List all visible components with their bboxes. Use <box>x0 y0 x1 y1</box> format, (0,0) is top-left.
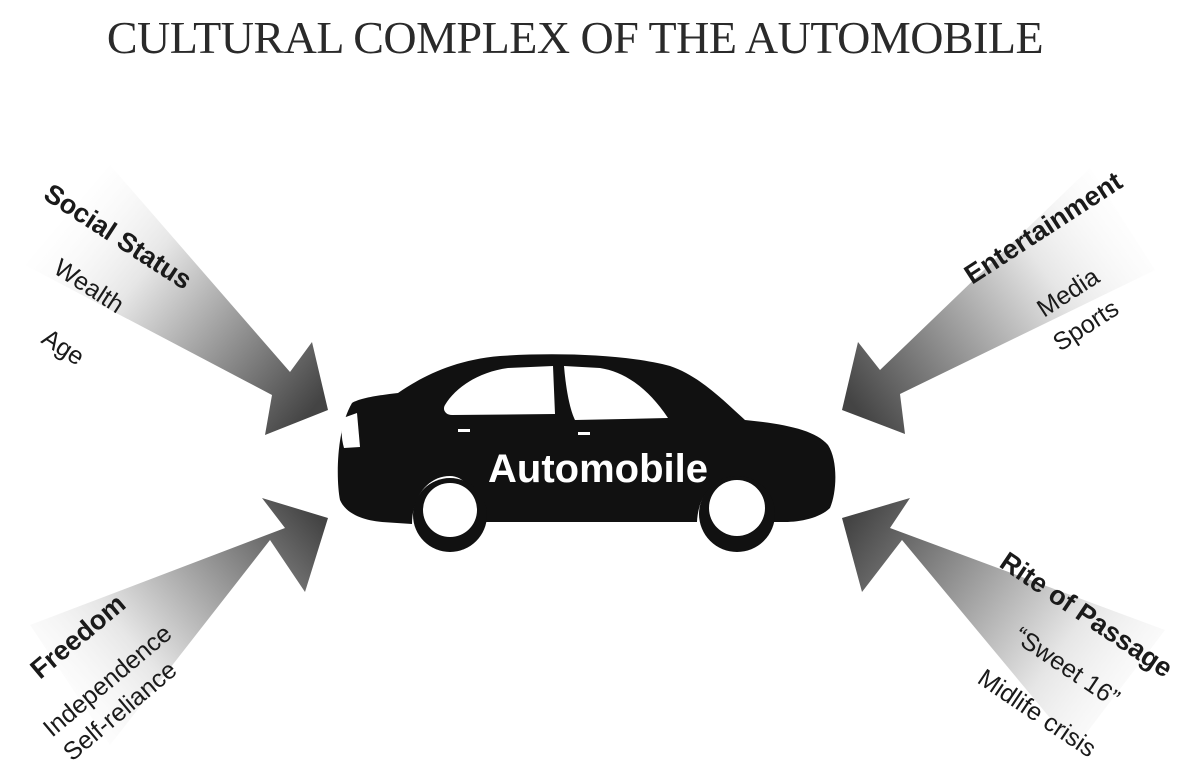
arrow-rite-of-passage <box>842 498 1165 748</box>
car-door-handle <box>458 429 470 432</box>
car-headlight <box>341 413 360 448</box>
arrow-freedom <box>30 498 328 745</box>
factor-item: Age <box>37 324 90 372</box>
car-window-rear <box>564 366 668 420</box>
car-label: Automobile <box>488 447 708 491</box>
arrow-entertainment <box>842 168 1155 434</box>
car-door-handle <box>578 432 590 435</box>
arrow-social-status <box>25 165 328 435</box>
diagram-title: CULTURAL COMPLEX OF THE AUTOMOBILE <box>107 12 1043 63</box>
car-wheel-front <box>413 478 487 552</box>
car-window-front <box>443 366 555 415</box>
car-silhouette: Automobile <box>337 354 836 552</box>
car-wheel-rear <box>699 476 775 552</box>
